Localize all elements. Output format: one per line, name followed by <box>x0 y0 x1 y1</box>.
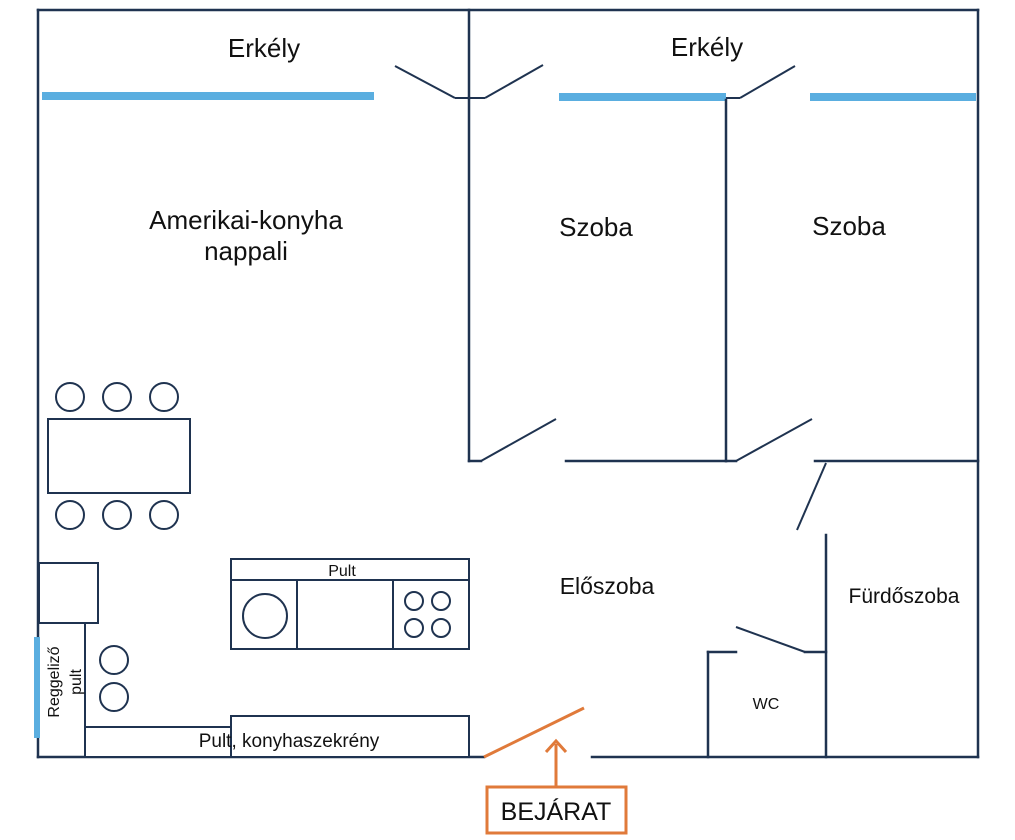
room-1-label: Szoba <box>559 212 633 242</box>
hob-burner-icon <box>404 591 424 611</box>
bathroom-label: Fürdőszoba <box>849 585 960 608</box>
chair <box>149 382 179 412</box>
kitchen-cabinets: Pult, konyhaszekrény <box>84 715 470 758</box>
door-room-2 <box>735 418 813 462</box>
balcony-door-right <box>726 65 796 99</box>
door-room-1 <box>480 418 557 462</box>
counter-top-label: Pult <box>328 563 356 580</box>
wc-label: WC <box>753 696 780 713</box>
living-room-label-1: Amerikai-konyha <box>149 205 343 235</box>
entrance-marker: BEJÁRAT <box>485 738 628 835</box>
entrance-door <box>483 706 585 759</box>
stool <box>99 645 129 675</box>
breakfast-bar-label-1: Reggeliző <box>46 646 63 717</box>
breakfast-bar: Reggeliző pult <box>34 623 129 757</box>
entrance-label: BEJÁRAT <box>501 797 612 826</box>
balcony-left-label: Erkély <box>228 33 300 63</box>
chair <box>55 500 85 530</box>
windows <box>42 92 976 101</box>
chair <box>102 500 132 530</box>
fridge <box>38 562 99 624</box>
room-2-label: Szoba <box>812 211 886 241</box>
hob-burner-icon <box>431 591 451 611</box>
kitchen-island: Pult <box>230 558 470 650</box>
stool <box>99 682 129 712</box>
hob-burner-icon <box>404 618 424 638</box>
interior-walls <box>467 96 980 759</box>
breakfast-bar-label-2: pult <box>68 669 85 695</box>
chair <box>55 382 85 412</box>
hall-label: Előszoba <box>560 573 655 599</box>
counter-bottom-label: Pult, konyhaszekrény <box>199 731 380 752</box>
hob-burner-icon <box>431 618 451 638</box>
outer-walls <box>36 8 980 759</box>
room-labels: Erkély Erkély Amerikai-konyha nappali Sz… <box>149 32 960 713</box>
door-wc <box>735 626 806 653</box>
balcony-right-label: Erkély <box>671 32 743 62</box>
interior-doors <box>480 418 827 653</box>
chair <box>102 382 132 412</box>
chair <box>149 500 179 530</box>
living-room-label-2: nappali <box>204 236 288 266</box>
sink-icon <box>242 593 288 639</box>
entrance-label-box <box>485 785 628 835</box>
dining-table <box>47 418 191 494</box>
door-bathroom <box>796 462 827 531</box>
dining-set <box>47 382 191 530</box>
